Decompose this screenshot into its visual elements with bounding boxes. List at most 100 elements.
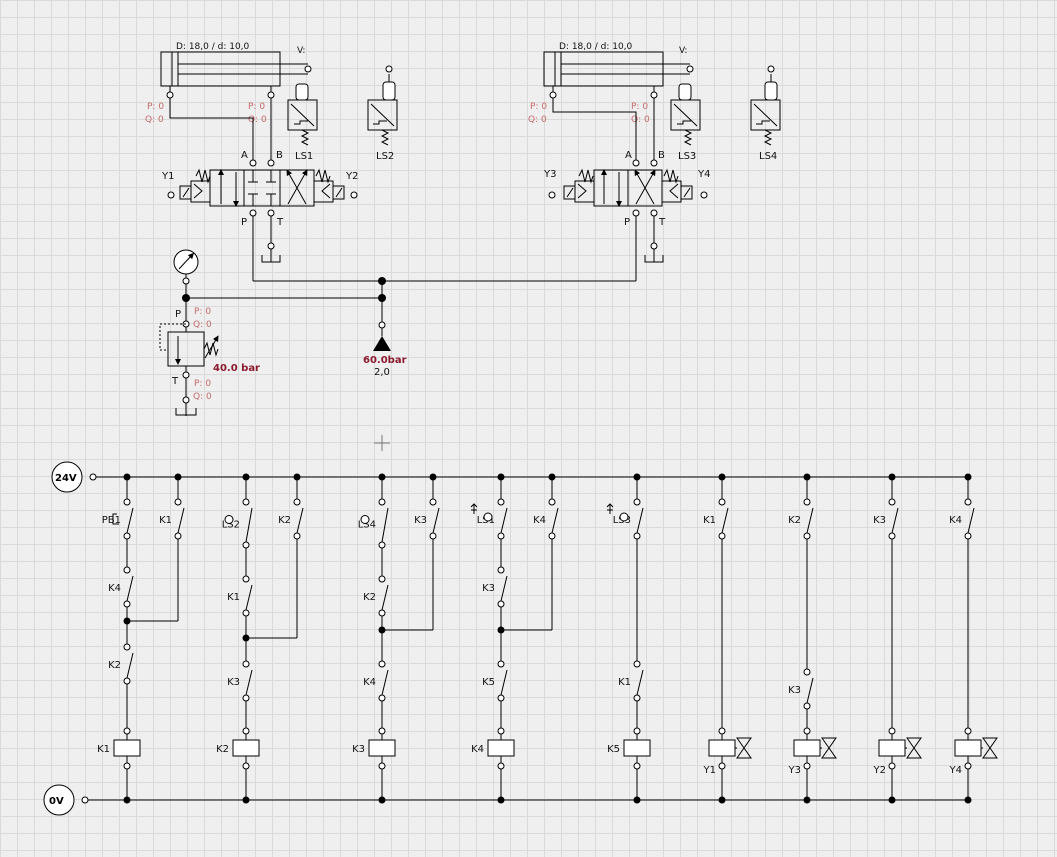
solenoid-valve-icon bbox=[821, 737, 837, 759]
relief-setting: 40.0 bar bbox=[213, 363, 260, 374]
contact-k4[interactable] bbox=[967, 507, 975, 534]
coil-y4[interactable] bbox=[954, 739, 982, 757]
coil-k4[interactable] bbox=[487, 739, 515, 757]
contact-label-k4: K4 bbox=[533, 515, 546, 526]
relief-q-in-readout: Q: 0 bbox=[193, 320, 212, 330]
cylinder-2-p2-readout: P: 0 bbox=[631, 102, 648, 112]
contact-k3[interactable] bbox=[806, 677, 814, 704]
cylinder-1-port-cap[interactable] bbox=[166, 91, 174, 99]
contact-k4[interactable] bbox=[126, 575, 134, 602]
contact-label-k2: K2 bbox=[363, 592, 376, 603]
relief-valve[interactable]: P T P: 0 Q: 0 P: 0 Q: 0 40.0 bar bbox=[159, 298, 260, 416]
contact-label-k2: K2 bbox=[278, 515, 291, 526]
solenoid-valve-icon bbox=[906, 737, 922, 759]
contact-k5[interactable] bbox=[500, 669, 508, 696]
valve-1-port-t-label: T bbox=[276, 217, 284, 228]
contact-ls3[interactable] bbox=[636, 507, 644, 534]
limit-switch-ls1[interactable]: LS1 bbox=[287, 83, 318, 162]
supply-0v-label: 0V bbox=[49, 796, 64, 807]
valve-1-port-a-label: A bbox=[241, 150, 248, 161]
contact-k1[interactable] bbox=[177, 507, 185, 534]
valve-2-solenoid-left-label: Y3 bbox=[543, 169, 556, 180]
coil-label-k2: K2 bbox=[216, 744, 229, 755]
valve-1[interactable]: Y1 Y2 A B P T bbox=[161, 150, 358, 228]
contact-label-k3: K3 bbox=[227, 677, 240, 688]
coil-y2[interactable] bbox=[878, 739, 906, 757]
junction-dot bbox=[378, 626, 386, 634]
valve-2-port-a-label: A bbox=[625, 150, 632, 161]
coil-k2[interactable] bbox=[232, 739, 260, 757]
contact-k3[interactable] bbox=[432, 507, 440, 534]
contact-ls1[interactable] bbox=[500, 507, 508, 534]
coil-k3[interactable] bbox=[368, 739, 396, 757]
cylinder-2[interactable]: D: 18,0 / d: 10,0 V: P: 0 Q: 0 P: 0 Q: 0 bbox=[528, 42, 694, 125]
contact-label-k4: K4 bbox=[363, 677, 376, 688]
contact-k4[interactable] bbox=[551, 507, 559, 534]
contact-k4[interactable] bbox=[381, 669, 389, 696]
limit-switch-ls4[interactable]: LS4 bbox=[750, 65, 781, 162]
contact-ls4[interactable] bbox=[381, 507, 389, 543]
coil-y3[interactable] bbox=[793, 739, 821, 757]
relief-port-t-label: T bbox=[171, 376, 179, 387]
solenoid-valve-icon bbox=[982, 737, 998, 759]
cylinder-1-q2-readout: Q: 0 bbox=[248, 115, 267, 125]
contact-k1[interactable] bbox=[636, 669, 644, 696]
coil-y1[interactable] bbox=[708, 739, 736, 757]
tank-3 bbox=[175, 408, 197, 416]
junction-dot bbox=[497, 626, 505, 634]
coil-label-k1: K1 bbox=[97, 744, 110, 755]
relief-port-p-label: P bbox=[175, 309, 181, 320]
contact-k2[interactable] bbox=[381, 584, 389, 611]
pump[interactable]: 60.0bar 2,0 bbox=[363, 321, 407, 378]
cylinder-1-dims: D: 18,0 / d: 10,0 bbox=[176, 42, 250, 52]
contact-label-k4: K4 bbox=[949, 515, 962, 526]
contact-label-k2: K2 bbox=[108, 660, 121, 671]
cylinder-1-port-rod[interactable] bbox=[267, 91, 275, 99]
relief-q-out-readout: Q: 0 bbox=[193, 392, 212, 402]
contact-k2[interactable] bbox=[806, 507, 814, 534]
contact-label-k1: K1 bbox=[703, 515, 716, 526]
contact-label-k3: K3 bbox=[788, 685, 801, 696]
hose-1a bbox=[169, 98, 254, 160]
valve-2[interactable]: Y3 Y4 A B P T bbox=[543, 150, 710, 228]
supply-0v[interactable]: 0V bbox=[43, 784, 968, 816]
cylinder-2-q-readout: Q: 0 bbox=[528, 115, 547, 125]
valve-2-port-p-label: P bbox=[624, 217, 630, 228]
supply-24v[interactable]: 24V bbox=[51, 461, 968, 493]
contact-k3[interactable] bbox=[500, 575, 508, 602]
ls1-label: LS1 bbox=[295, 151, 313, 162]
solenoid-valve-icon bbox=[736, 737, 752, 759]
valve-1-solenoid-left-label: Y1 bbox=[161, 171, 174, 182]
coil-label-y4: Y4 bbox=[949, 765, 962, 776]
pump-flow: 2,0 bbox=[374, 367, 390, 378]
coil-k1[interactable] bbox=[113, 739, 141, 757]
cylinder-2-velocity-label: V: bbox=[679, 46, 687, 56]
contact-k1[interactable] bbox=[721, 507, 729, 534]
contact-k3[interactable] bbox=[245, 669, 253, 696]
cylinder-2-dims: D: 18,0 / d: 10,0 bbox=[559, 42, 633, 52]
contact-pb1[interactable] bbox=[126, 507, 134, 534]
contact-k2[interactable] bbox=[126, 652, 134, 679]
cylinder-1[interactable]: D: 18,0 / d: 10,0 V: P: 0 Q: 0 P: 0 Q: 0 bbox=[145, 42, 312, 125]
limit-switch-ls2[interactable]: LS2 bbox=[367, 65, 398, 162]
cylinder-1-velocity-label: V: bbox=[297, 46, 305, 56]
coil-label-y3: Y3 bbox=[788, 765, 801, 776]
contact-k3[interactable] bbox=[891, 507, 899, 534]
contact-k2[interactable] bbox=[296, 507, 304, 534]
cylinder-1-rod-end[interactable] bbox=[304, 65, 312, 73]
cylinder-2-rod-end[interactable] bbox=[686, 65, 694, 73]
valve-2-port-t-label: T bbox=[658, 217, 666, 228]
valve-2-solenoid-right-label: Y4 bbox=[697, 169, 710, 180]
contact-k1[interactable] bbox=[245, 584, 253, 611]
ladder-diagram: PB1K4K2K1K1LS2K1K3K2K2LS4K2K4K3K3LS1K3K5… bbox=[97, 473, 998, 804]
cylinder-1-q-readout: Q: 0 bbox=[145, 115, 164, 125]
pressure-gauge[interactable] bbox=[173, 249, 199, 298]
contact-label-ls4: LS4 bbox=[358, 520, 376, 531]
coil-label-y1: Y1 bbox=[703, 765, 716, 776]
tank-2 bbox=[644, 255, 664, 263]
limit-switch-ls3[interactable]: LS3 bbox=[670, 83, 701, 162]
contact-ls2[interactable] bbox=[245, 507, 253, 543]
coil-k5[interactable] bbox=[623, 739, 651, 757]
cylinder-1-barrel bbox=[160, 51, 281, 87]
